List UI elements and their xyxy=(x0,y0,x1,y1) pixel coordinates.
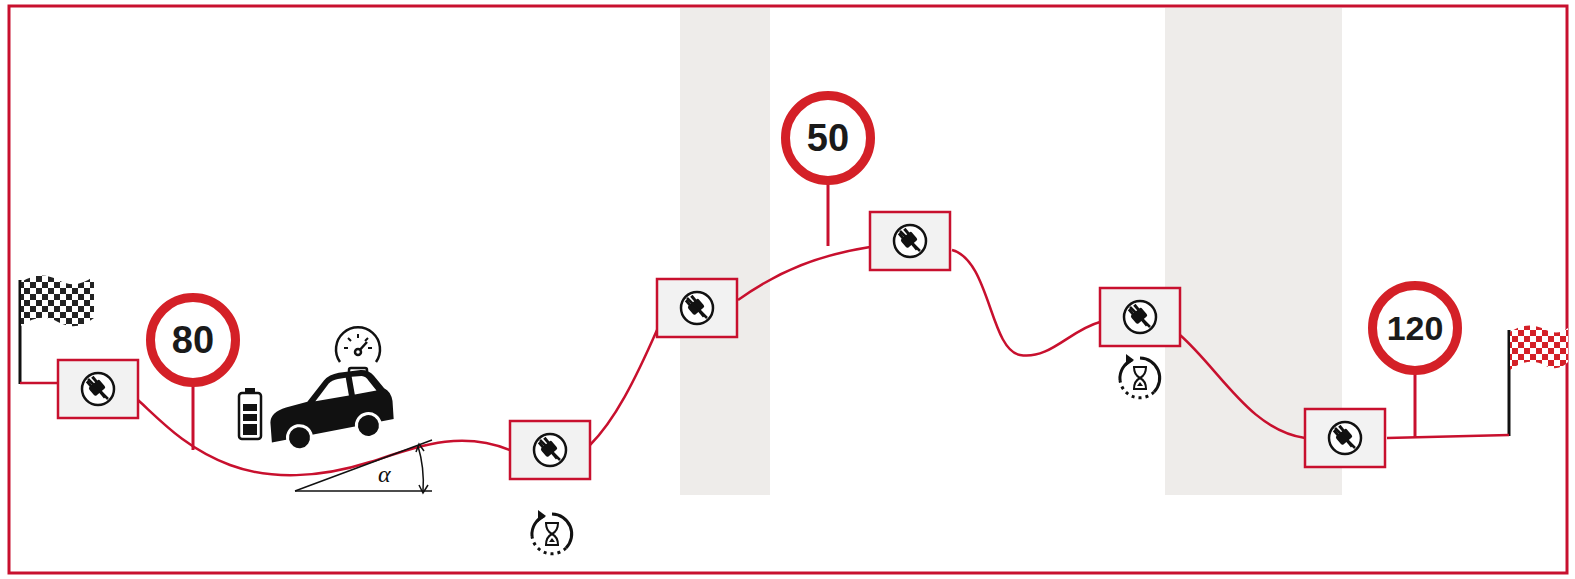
speed-limit-sign: 80 xyxy=(146,293,240,387)
speed-value: 50 xyxy=(807,117,849,160)
slope-angle-label: α xyxy=(378,461,391,488)
speed-limit-sign: 120 xyxy=(1368,281,1462,375)
speed-value: 120 xyxy=(1387,309,1444,348)
speed-value: 80 xyxy=(172,319,214,362)
speed-limit-sign: 50 xyxy=(781,91,875,185)
